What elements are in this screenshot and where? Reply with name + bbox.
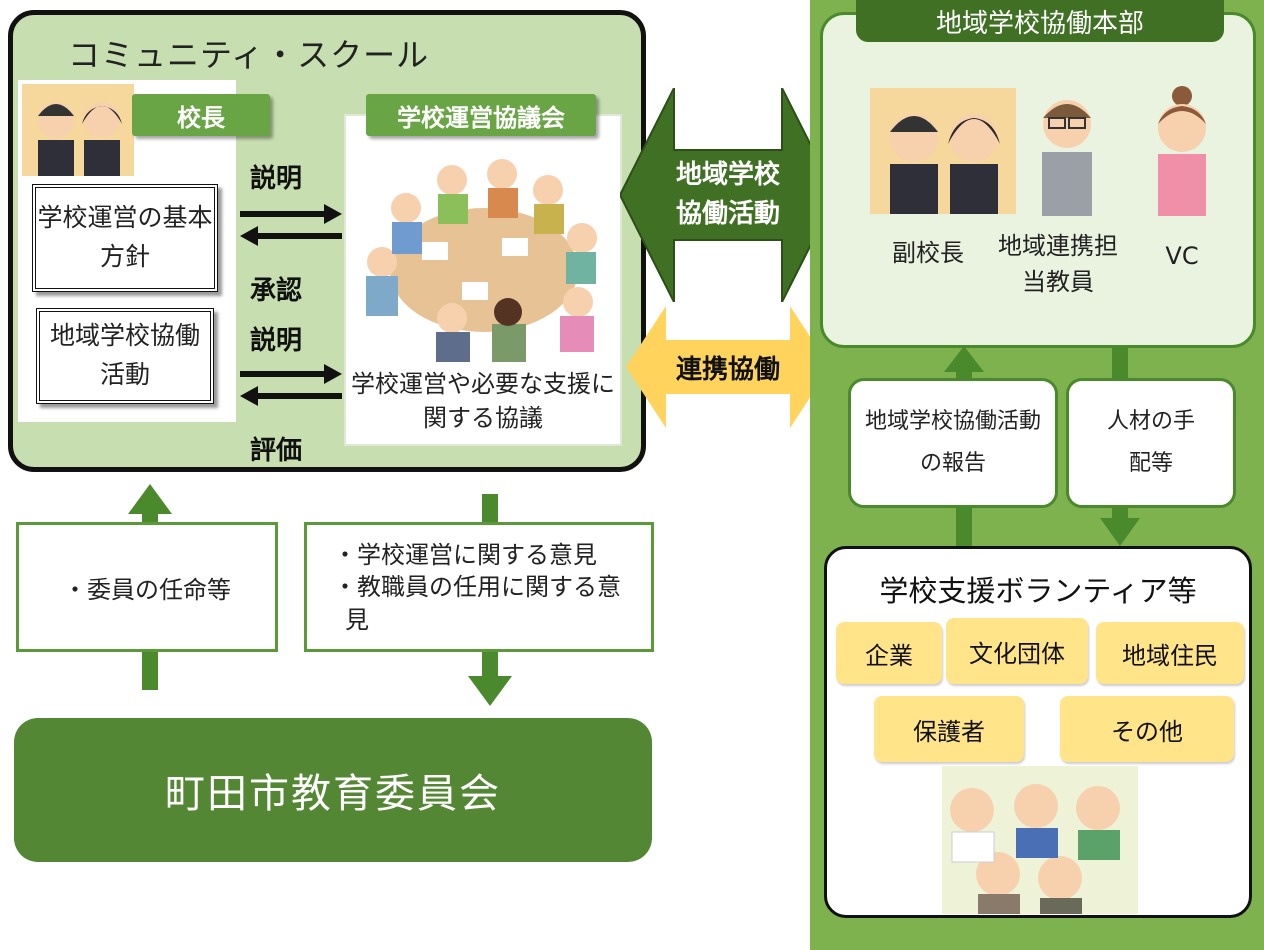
activity-arrow-label: 地域学校協働活動 xyxy=(675,160,780,229)
member-vc: VC xyxy=(1165,242,1199,270)
exchange-arrows-icon xyxy=(240,364,342,406)
meeting-illustration-icon xyxy=(366,159,597,362)
volunteer-tag-company: 企業 xyxy=(836,622,942,684)
approve-label: 承認 xyxy=(250,276,303,306)
council-label: 学校運営協議会 xyxy=(366,94,596,136)
opinion-box: ・学校運営に関する意見 ・教職員の任用に関する意見 xyxy=(304,522,654,652)
activity-report-box: 地域学校協働活動の報告 xyxy=(848,378,1058,508)
explain-label-2: 説明 xyxy=(250,326,303,356)
appointment-box: ・委員の任命等 xyxy=(16,522,278,652)
community-school-title: コミュニティ・スクール xyxy=(68,36,430,74)
staffing-box: 人材の手配等 xyxy=(1066,378,1236,508)
volunteer-tag-culture: 文化団体 xyxy=(946,618,1088,684)
exchange-arrows-icon xyxy=(240,204,342,246)
opinion-item-2: ・教職員の任用に関する意見 xyxy=(333,573,621,634)
member-liaison-teacher: 地域連携担当教員 xyxy=(998,232,1118,296)
council-caption: 学校運営や必要な支援に関する協議 xyxy=(351,370,615,432)
principal-people-icon xyxy=(22,84,134,176)
opinion-item-1: ・学校運営に関する意見 xyxy=(333,541,597,569)
volunteer-tag-residents: 地域住民 xyxy=(1096,622,1244,684)
volunteers-title: 学校支援ボランティア等 xyxy=(879,574,1197,608)
policy-box: 学校運営の基本方針 xyxy=(32,184,218,292)
activity-box: 地域学校協働活動 xyxy=(36,308,214,404)
evaluate-label: 評価 xyxy=(250,436,303,466)
cooperation-arrow-label: 連携協働 xyxy=(675,354,780,385)
headquarters-title: 地域学校協働本部 xyxy=(856,0,1224,42)
liaison-teacher-icon xyxy=(1042,100,1092,216)
explain-label-1: 説明 xyxy=(250,164,303,194)
member-vice-principal: 副校長 xyxy=(892,238,964,267)
volunteer-tag-others: その他 xyxy=(1060,696,1234,762)
principal-label: 校長 xyxy=(132,94,270,136)
vice-principal-people-icon xyxy=(870,88,1016,214)
cooperation-double-arrow-icon xyxy=(626,306,830,428)
activity-double-arrow-icon xyxy=(620,88,836,302)
community-people-icon xyxy=(942,766,1138,914)
vc-person-icon xyxy=(1158,86,1206,216)
education-board: 町田市教育委員会 xyxy=(14,718,652,862)
volunteer-tag-guardians: 保護者 xyxy=(874,696,1024,762)
